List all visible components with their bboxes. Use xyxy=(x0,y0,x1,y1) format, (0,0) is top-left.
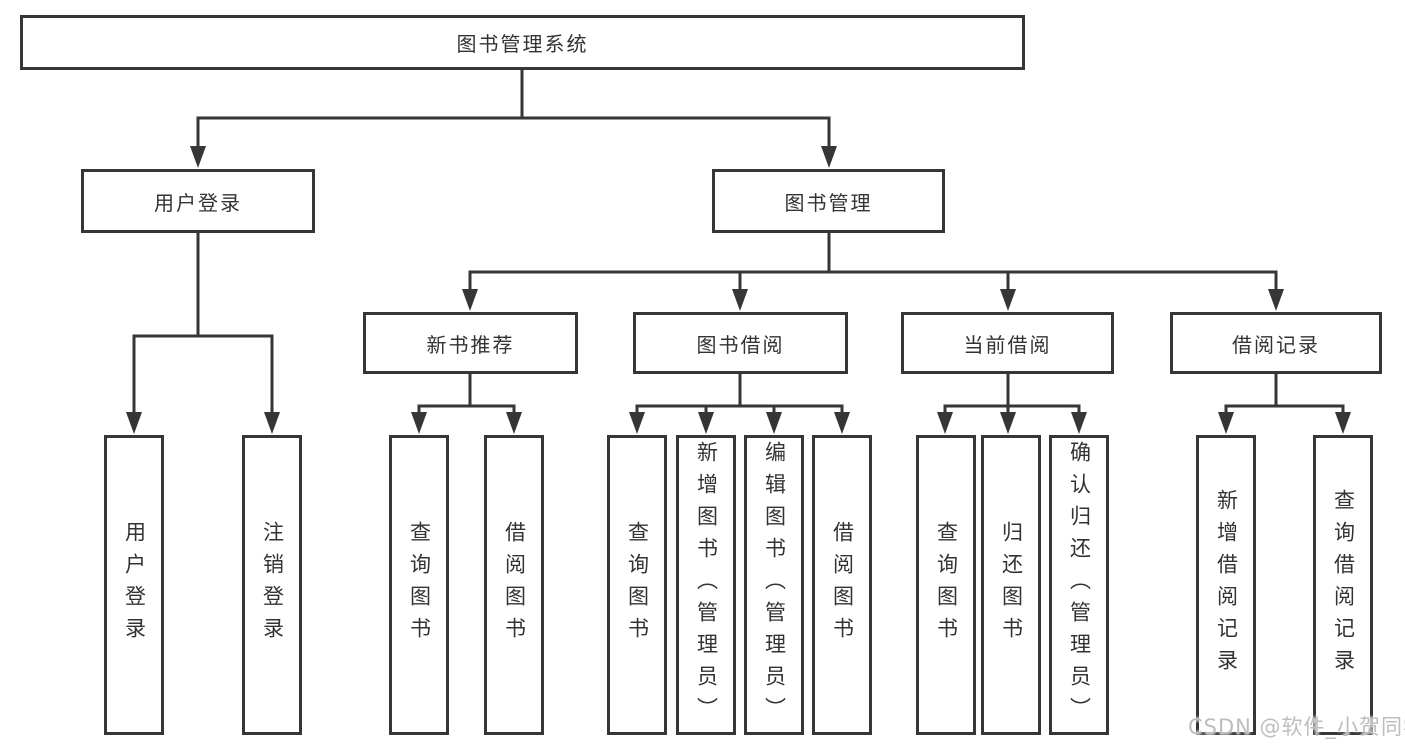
node-label: 图书管理系统 xyxy=(456,32,589,56)
node-label: 图书借阅 xyxy=(696,332,785,357)
leaf-label: 归还图书 xyxy=(999,521,1024,649)
leaf-logout: 注销登录 xyxy=(242,435,302,735)
leaf-label: 查询图书 xyxy=(625,521,650,649)
leaf-query-borrow-record: 查询借阅记录 xyxy=(1313,435,1373,735)
node-label: 新书推荐 xyxy=(426,332,515,357)
leaf-query-books-current: 查询图书 xyxy=(916,435,976,735)
node-label: 用户登录 xyxy=(154,190,242,215)
node-book-borrowing: 图书借阅 xyxy=(633,312,848,374)
leaf-return-book: 归还图书 xyxy=(981,435,1041,735)
node-label: 当前借阅 xyxy=(963,332,1052,357)
node-label: 图书管理 xyxy=(784,190,873,215)
leaf-edit-book-admin: 编辑图书（管理员） xyxy=(744,435,804,735)
node-new-book-recommend: 新书推荐 xyxy=(363,312,578,374)
leaf-label: 查询图书 xyxy=(407,521,432,649)
leaf-label: 新增借阅记录 xyxy=(1214,489,1239,681)
leaf-borrow-books-recommend: 借阅图书 xyxy=(484,435,544,735)
leaf-label: 借阅图书 xyxy=(830,521,855,649)
leaf-query-books-recommend: 查询图书 xyxy=(389,435,449,735)
leaf-label: 借阅图书 xyxy=(502,521,527,649)
node-library-management-system: 图书管理系统 xyxy=(20,15,1025,70)
leaf-label: 注销登录 xyxy=(260,521,285,649)
node-borrowing-records: 借阅记录 xyxy=(1170,312,1382,374)
leaf-label: 确认归还（管理员） xyxy=(1067,441,1092,729)
node-current-borrowing: 当前借阅 xyxy=(901,312,1114,374)
leaf-label: 查询借阅记录 xyxy=(1331,489,1356,681)
node-book-management: 图书管理 xyxy=(712,169,945,233)
leaf-label: 编辑图书（管理员） xyxy=(762,441,787,729)
leaf-label: 新增图书（管理员） xyxy=(694,441,719,729)
node-label: 借阅记录 xyxy=(1232,332,1320,357)
leaf-label: 查询图书 xyxy=(934,521,959,649)
leaf-confirm-return-admin: 确认归还（管理员） xyxy=(1049,435,1109,735)
leaf-add-book-admin: 新增图书（管理员） xyxy=(676,435,736,735)
csdn-watermark: CSDN @软件_小贺同学 xyxy=(1188,715,1405,739)
leaf-user-login: 用户登录 xyxy=(104,435,164,735)
node-user-login: 用户登录 xyxy=(81,169,315,233)
leaf-query-books-borrowing: 查询图书 xyxy=(607,435,667,735)
leaf-label: 用户登录 xyxy=(122,521,147,649)
leaf-add-borrow-record: 新增借阅记录 xyxy=(1196,435,1256,735)
leaf-borrow-books: 借阅图书 xyxy=(812,435,872,735)
